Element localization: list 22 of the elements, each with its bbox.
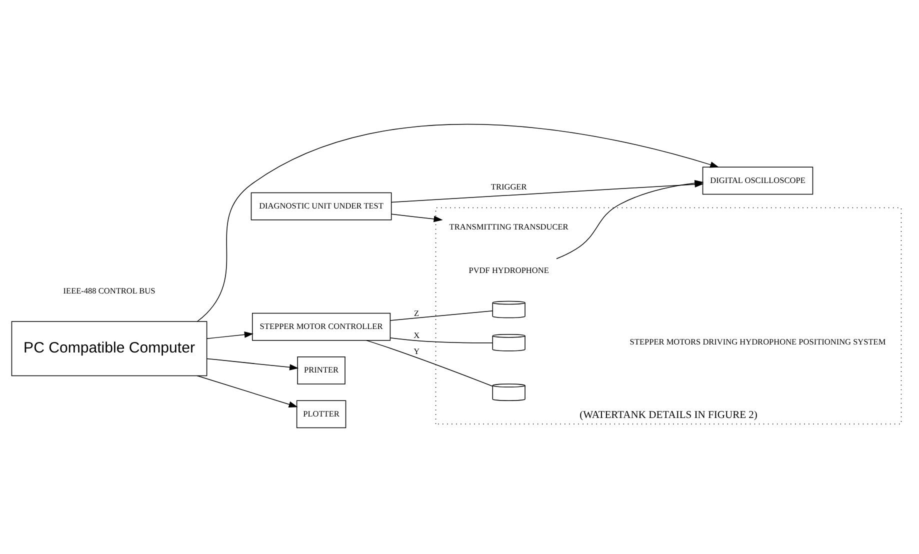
node-box: PLOTTER bbox=[296, 400, 346, 428]
arrow bbox=[206, 358, 299, 370]
node-box: PC Compatible Computer bbox=[11, 321, 208, 376]
edge-label: Z bbox=[414, 309, 420, 318]
connector bbox=[366, 340, 493, 386]
arrow bbox=[206, 332, 254, 339]
node-box: PRINTER bbox=[297, 356, 346, 384]
node-box: STEPPER MOTOR CONTROLLER bbox=[252, 312, 391, 341]
connector bbox=[390, 310, 493, 321]
node-text: PVDF HYDROPHONE bbox=[468, 266, 549, 276]
edge-label: X bbox=[414, 330, 420, 340]
arrow bbox=[196, 124, 720, 322]
label: IEEE-488 CONTROL BUS bbox=[63, 286, 156, 296]
label: STEPPER MOTORS DRIVING HYDROPHONE POSITIONING SYSTEM bbox=[630, 338, 886, 347]
connector bbox=[390, 338, 493, 344]
node-text: TRANSMITTING TRANSDUCER bbox=[449, 222, 568, 232]
edge-label: TRIGGER bbox=[490, 182, 527, 192]
arrow bbox=[391, 214, 443, 222]
node-box: DIAGNOSTIC UNIT UNDER TEST bbox=[250, 192, 392, 220]
edge-label: Y bbox=[414, 346, 420, 356]
arrow bbox=[196, 375, 298, 408]
node-box: DIGITAL OSCILLOSCOPE bbox=[702, 166, 814, 195]
